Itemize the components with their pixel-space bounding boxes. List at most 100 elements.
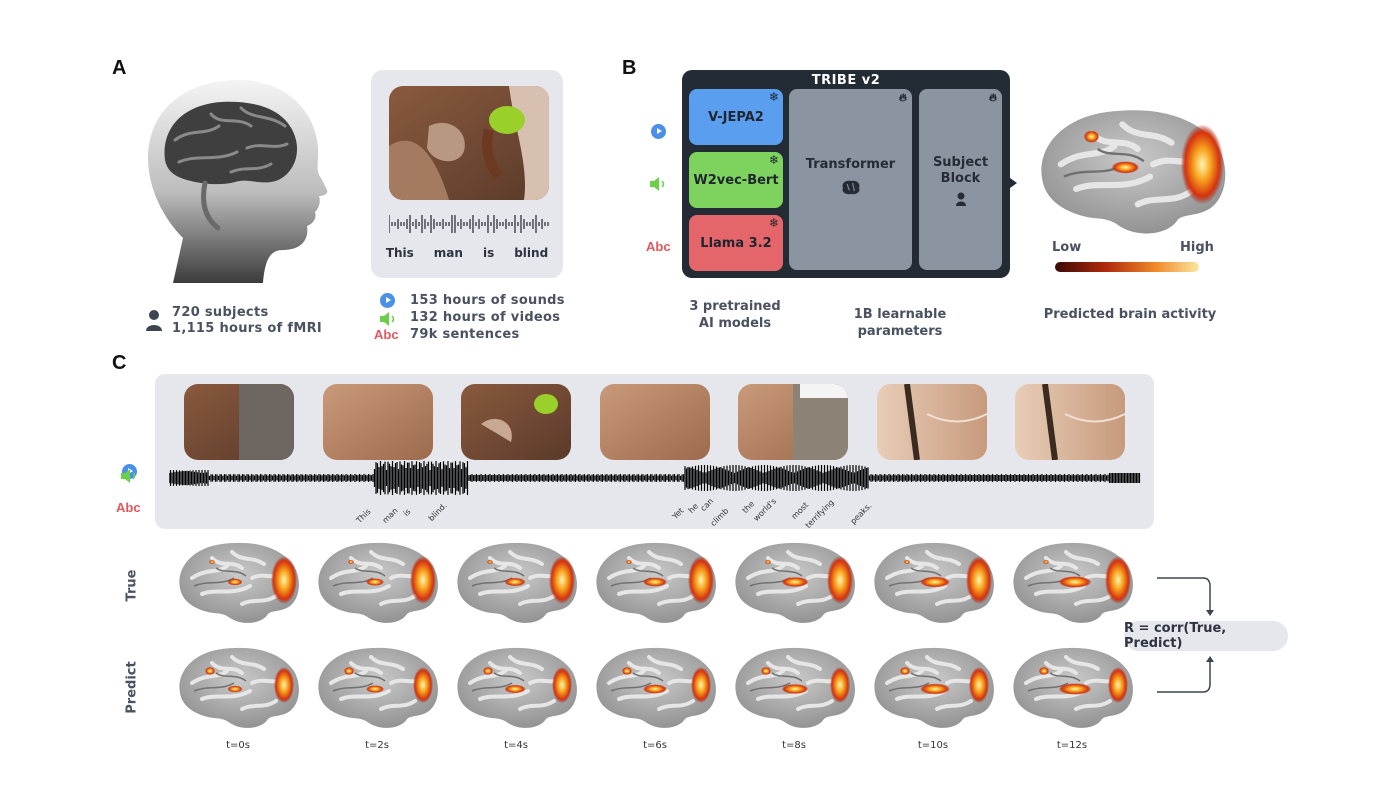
subject-block-label-1: Subject <box>932 155 989 170</box>
row-label-true: True <box>124 569 140 602</box>
sentences-count: 79k sentences <box>410 327 520 342</box>
brain-map-predict <box>589 643 719 737</box>
climber-video-frame <box>389 86 549 200</box>
caption-output: Predicted brain activity <box>1043 307 1217 322</box>
snowflake-icon: ❄ <box>768 153 779 167</box>
encoder-llama: ❄ Llama 3.2 <box>689 215 783 271</box>
transcript-word: man <box>380 506 400 525</box>
encoder-w2vec-bert: ❄ W2vec-Bert <box>689 152 783 208</box>
panel-b-letter: B <box>622 57 637 79</box>
brain-map-true <box>867 538 997 632</box>
transformer-block: 🔥︎ Transformer <box>789 89 912 270</box>
brain-map-predict <box>1006 643 1136 737</box>
brain-map-predict <box>311 643 441 737</box>
brain-map-predict <box>450 643 580 737</box>
video-frame-climber-aerial-frame <box>1015 384 1125 460</box>
transcript-word: terrifying <box>803 497 836 530</box>
transcript-word: This <box>354 507 373 525</box>
transcript-word: peaks. <box>848 501 874 526</box>
colorbar-high-label: High <box>1180 240 1214 255</box>
correlation-formula: R = corr(True, Predict) <box>1124 621 1288 651</box>
transformer-label: Transformer <box>805 157 896 172</box>
timepoint-label: t=6s <box>643 740 667 751</box>
audio-waveform <box>168 460 1141 496</box>
timepoint-label: t=12s <box>1056 740 1088 751</box>
speaker-icon <box>380 311 398 330</box>
video-frame-cliff-frame <box>322 384 433 460</box>
predict-to-corr-arrow-icon <box>1155 654 1215 700</box>
brain-map-predict <box>728 643 858 737</box>
encoder-label: V-JEPA2 <box>708 109 764 125</box>
subject-block-label-2: Block <box>940 171 981 186</box>
transcript-word: This <box>385 246 414 260</box>
transcript-word: man <box>433 246 463 260</box>
encoder-vjepa2: ❄ V-JEPA2 <box>689 89 783 145</box>
transcript-word: Yet <box>670 506 686 521</box>
brain-map-predict <box>867 643 997 737</box>
tribe-model-box: TRIBE v2 ❄ V-JEPA2 ❄ W2vec-Bert ❄ Llama … <box>682 70 1010 278</box>
output-arrow-icon <box>1010 173 1018 192</box>
audio-waveform-icon <box>388 214 549 234</box>
flame-icon: 🔥︎ <box>898 91 907 104</box>
sounds-hours: 153 hours of sounds <box>410 293 565 308</box>
abc-text-icon: Abc <box>116 500 141 515</box>
speaker-icon <box>650 176 668 195</box>
caption-pretrained: 3 pretrained AI models <box>680 298 790 332</box>
video-frame-climber-frame <box>461 384 571 460</box>
transcript-word: world's <box>751 496 779 523</box>
caption-line: 3 pretrained <box>689 299 781 314</box>
activity-colorbar <box>1055 262 1199 272</box>
transcript-word: is <box>482 246 495 260</box>
videos-hours: 132 hours of videos <box>410 310 561 325</box>
timepoint-label: t=10s <box>917 740 949 751</box>
video-frame-cliff-aerial-frame <box>876 384 987 460</box>
brain-map-predict <box>172 643 302 737</box>
transcript: This man is blind <box>371 246 563 260</box>
encoder-label: Llama 3.2 <box>700 235 772 251</box>
transcript-word: is <box>401 507 413 518</box>
transcript-word: blind. <box>426 500 449 523</box>
timepoint-label: t=4s <box>504 740 528 751</box>
play-icon <box>651 124 666 139</box>
encoder-label: W2vec-Bert <box>693 172 779 188</box>
timepoint-label: t=0s <box>226 740 250 751</box>
transcript-word: he <box>686 501 701 515</box>
head-with-brain-illustration <box>143 78 328 283</box>
panel-a-letter: A <box>112 57 127 79</box>
snowflake-icon: ❄ <box>768 90 779 104</box>
video-frame-canyon-frame <box>184 384 294 460</box>
colorbar-low-label: Low <box>1052 240 1082 255</box>
brain-map-true <box>311 538 441 632</box>
snowflake-icon: ❄ <box>768 216 779 230</box>
timepoint-label: t=8s <box>782 740 806 751</box>
timepoint-label: t=2s <box>365 740 389 751</box>
panel-c-letter: C <box>112 352 127 374</box>
brain-map-true <box>1006 538 1136 632</box>
abc-text-icon: Abc <box>646 239 671 254</box>
row-label-predict: Predict <box>124 661 140 714</box>
subjects-count: 720 subjects <box>172 305 269 320</box>
transcript-word: most <box>789 500 811 521</box>
transcript-word: blind <box>514 246 549 260</box>
brain-map-true <box>589 538 719 632</box>
brain-map-true <box>450 538 580 632</box>
speaker-icon <box>121 468 139 487</box>
predicted-brain-map <box>1030 102 1230 246</box>
brain-map-true <box>728 538 858 632</box>
video-frame-rock-wall-frame <box>599 384 710 460</box>
subject-block: 🔥︎ Subject Block <box>919 89 1002 270</box>
person-icon <box>919 192 1002 210</box>
stimulus-card: This man is blind <box>371 70 563 278</box>
transcript-word: climb <box>708 506 731 528</box>
subject-icon <box>146 309 162 335</box>
brain-map-true <box>172 538 302 632</box>
video-frame-canyon-vista-frame <box>738 384 848 460</box>
fmri-hours: 1,115 hours of fMRI <box>172 321 323 336</box>
caption-line: AI models <box>698 316 772 331</box>
flame-icon: 🔥︎ <box>988 91 997 104</box>
caption-learnable: 1B learnable parameters <box>853 307 947 339</box>
brain-icon <box>789 180 912 200</box>
true-to-corr-arrow-icon <box>1155 576 1215 622</box>
play-icon <box>380 293 395 308</box>
